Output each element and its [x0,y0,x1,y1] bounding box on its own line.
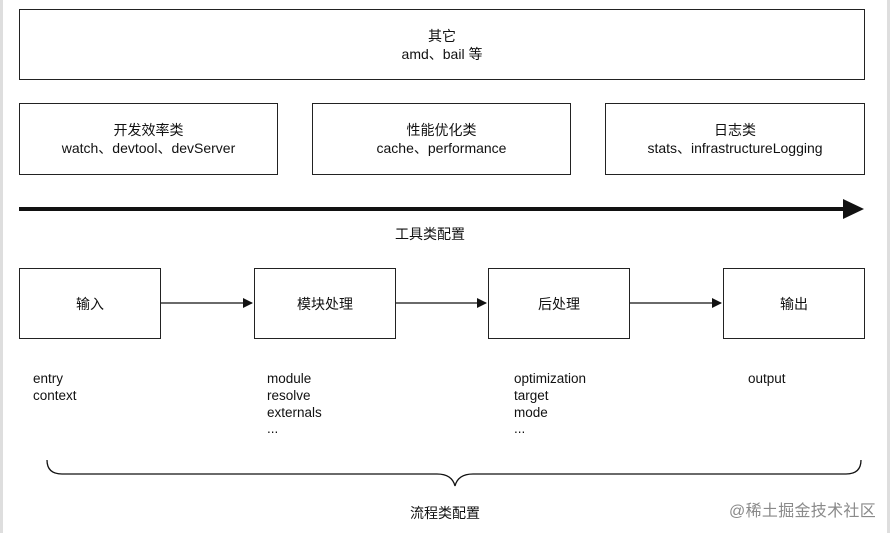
list-item: ... [514,421,526,437]
input-options-list: entry context [33,371,77,405]
performance-box: 性能优化类 cache、performance [312,103,571,175]
tools-timeline-arrowhead [843,199,864,219]
other-config-title: 其它 [428,27,456,44]
flow-box-input-label: 输入 [76,295,104,312]
right-edge-shadow [887,0,890,533]
logging-title: 日志类 [714,122,756,138]
flow-box-post-processing-label: 后处理 [538,295,580,312]
list-item: target [514,387,549,403]
output-options-list: output [748,371,786,388]
logging-box: 日志类 stats、infrastructureLogging [605,103,865,175]
list-item: ... [267,421,279,437]
other-config-subtitle: amd、bail 等 [401,45,483,62]
tools-config-label: 工具类配置 [395,226,465,242]
list-item: mode [514,404,548,420]
performance-title: 性能优化类 [406,122,477,138]
juejin-watermark: @稀土掘金技术社区 [729,503,876,520]
dev-efficiency-title: 开发效率类 [113,122,184,138]
flow-box-input: 输入 [19,268,161,339]
list-item: resolve [267,387,311,403]
flow-box-post-processing: 后处理 [488,268,630,339]
dev-efficiency-box: 开发效率类 watch、devtool、devServer [19,103,278,175]
list-item: entry [33,371,64,386]
list-item: module [267,371,312,386]
left-edge-shadow [0,0,3,533]
logging-subtitle: stats、infrastructureLogging [647,140,823,156]
list-item: output [748,371,786,386]
dev-efficiency-subtitle: watch、devtool、devServer [61,140,236,156]
flow-box-output-label: 输出 [780,295,808,312]
other-config-box: 其它 amd、bail 等 [19,9,865,80]
flow-config-label: 流程类配置 [410,505,480,521]
list-item: optimization [514,371,587,386]
flow-brace [46,459,862,487]
list-item: context [33,387,77,403]
flow-box-output: 输出 [723,268,865,339]
flow-box-module-processing-label: 模块处理 [297,295,353,312]
module-options-list: module resolve externals ... [267,371,322,438]
post-processing-options-list: optimization target mode ... [514,371,586,438]
list-item: externals [267,404,322,420]
performance-subtitle: cache、performance [376,140,507,156]
flow-box-module-processing: 模块处理 [254,268,396,339]
